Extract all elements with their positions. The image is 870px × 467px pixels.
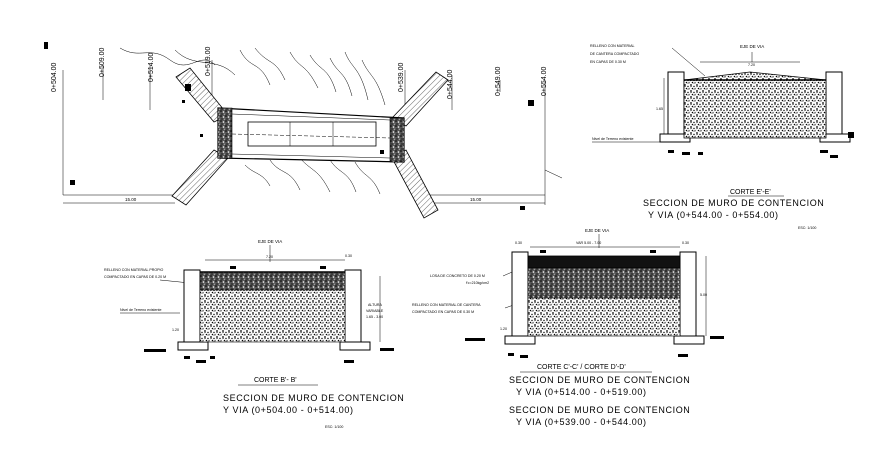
height-label-2: VARIABLE xyxy=(366,309,384,313)
station-label: 0+539.00 xyxy=(398,63,405,92)
section-ee: EJE DE VIA RELLENO CON MATERIAL DE CANTE… xyxy=(590,44,854,230)
width-dim: 7.20 xyxy=(266,255,273,259)
height-label-3: 1.65 - 3.00 xyxy=(366,315,383,319)
plan-dim-left: 15.00 xyxy=(125,197,137,202)
axis-label: EJE DE VIA xyxy=(585,228,609,233)
station-label: 0+549.00 xyxy=(495,67,502,96)
title-line-2: Y VIA (0+544.00 - 0+554.00) xyxy=(648,210,779,220)
title-b-line-2: Y VIA (0+539.00 - 0+544.00) xyxy=(516,417,647,427)
fill-note-2: COMPACTADO EN CAPAS DE 0.20 M xyxy=(104,275,166,279)
fill-note-1: RELLENO CON MATERIAL PROPIO xyxy=(104,268,164,272)
width-dim: 7.20 xyxy=(748,63,755,67)
rebar-markers xyxy=(465,250,724,358)
terrain-contours xyxy=(119,47,386,195)
slab-note-1: LOSA DE CONCRETO DE 0.20 M xyxy=(430,274,485,278)
section-cc: EJE DE VIA VAR 5.00 - 7.00 0.30 0.30 LOS… xyxy=(412,228,724,427)
base-dim: 1.20 xyxy=(500,327,507,331)
title-b-line-1: SECCION DE MURO DE CONTENCION xyxy=(509,405,690,415)
title-a-line-2: Y VIA (0+514.00 - 0+519.00) xyxy=(516,387,647,397)
plan-dim-right: 15.00 xyxy=(470,197,482,202)
scale: ESC: 1/100 xyxy=(798,226,816,230)
edge-dim-right: 0.30 xyxy=(682,241,689,245)
edge-dim-left: 0.30 xyxy=(515,241,522,245)
terrain-note: Nivel de Terreno existente xyxy=(592,137,633,141)
slab-note-2: f'c=210kg/cm2 xyxy=(466,281,489,285)
station-label: 0+509.00 xyxy=(99,48,106,77)
height-dim: 1.65 xyxy=(656,107,663,111)
station-label: 0+544.00 xyxy=(447,70,454,99)
terrain-note: Nivel de Terreno existente xyxy=(120,308,161,312)
edge-dim: 0.30 xyxy=(345,254,352,258)
survey-markers xyxy=(44,42,534,210)
height-label-1: ALTURA xyxy=(368,303,383,307)
rebar-markers xyxy=(668,132,854,158)
fill-note-2: COMPACTADO EN CAPAS DE 0.30 M xyxy=(412,310,474,314)
cut-label: CORTE C'-C' / CORTE D'-D' xyxy=(537,364,626,371)
station-label: 0+519.00 xyxy=(205,47,212,76)
section-bb: EJE DE VIA 7.20 0.30 RELLENO CON MATERIA… xyxy=(104,239,404,429)
fill-note: RELLENO CON MATERIAL DE CANTERA COMPACTA… xyxy=(590,44,640,64)
plan-view: 0+504.00 0+509.00 0+514.00 0+519.00 0+53… xyxy=(44,42,563,219)
var-label: VAR 5.00 - 7.00 xyxy=(576,241,601,245)
title-line-2: Y VIA (0+504.00 - 0+514.00) xyxy=(223,405,354,415)
station-label: 0+554.00 xyxy=(541,67,548,96)
cut-label: CORTE B'- B' xyxy=(254,377,297,384)
cut-label: CORTE E'-E' xyxy=(730,189,771,196)
axis-label: EJE DE VIA xyxy=(258,239,282,244)
station-lines xyxy=(62,60,563,205)
title-line-1: SECCION DE MURO DE CONTENCION xyxy=(643,198,824,208)
base-dim: 1.20 xyxy=(172,328,179,332)
station-label: 0+504.00 xyxy=(51,63,58,92)
height-dim: 5.00 xyxy=(700,293,707,297)
title-line-1: SECCION DE MURO DE CONTENCION xyxy=(223,393,404,403)
rebar-markers xyxy=(144,266,394,363)
culvert-structure xyxy=(217,107,405,163)
scale: ESC: 1/100 xyxy=(325,425,343,429)
title-a-line-1: SECCION DE MURO DE CONTENCION xyxy=(509,375,690,385)
axis-label: EJE DE VIA xyxy=(740,44,764,49)
station-label: 0+514.00 xyxy=(148,53,155,82)
fill-note-1: RELLENO CON MATERIAL DE CANTERA xyxy=(412,303,481,307)
